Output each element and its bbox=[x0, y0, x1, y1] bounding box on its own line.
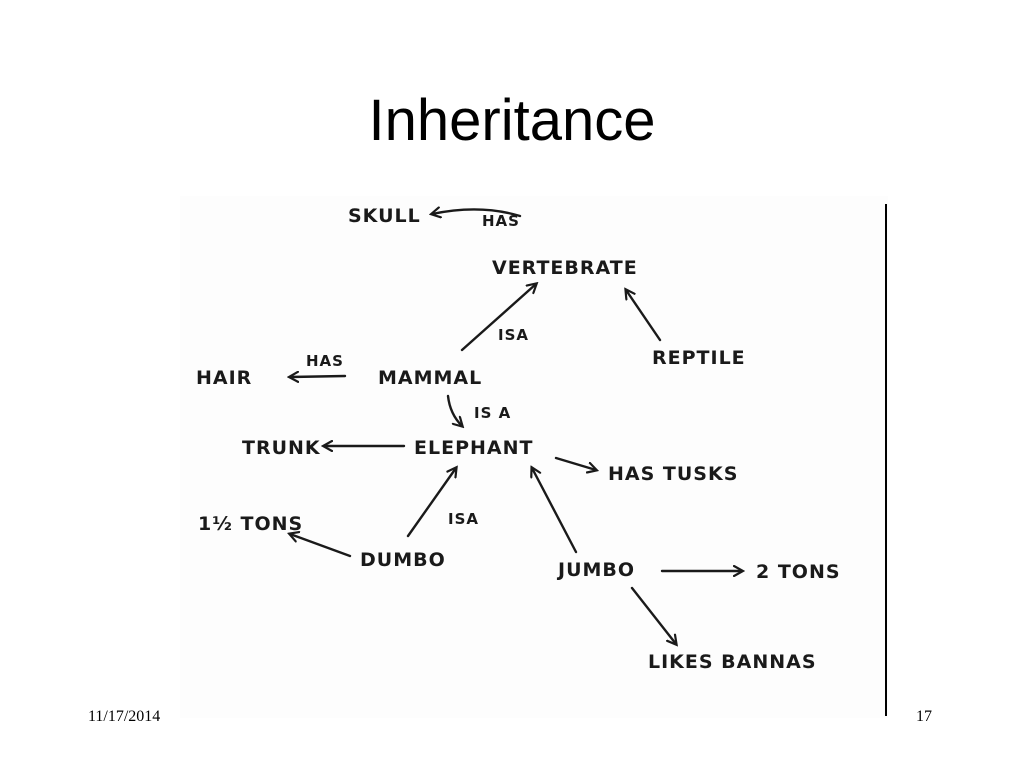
edge-elephant-has-tusks bbox=[554, 456, 596, 470]
node-trunk: TRUNK bbox=[242, 437, 321, 459]
node-has-tusks: HAS TUSKS bbox=[608, 463, 738, 485]
edge-jumbo-likes-bannas bbox=[630, 586, 676, 644]
node-elephant: ELEPHANT bbox=[414, 437, 533, 459]
edge-mammal-has-hair bbox=[290, 376, 347, 377]
edge-vertebrate-has-skull bbox=[432, 209, 522, 216]
node-vertebrate: VERTEBRATE bbox=[492, 257, 638, 279]
slide-title: Inheritance bbox=[368, 88, 656, 153]
edge-label-mammal-isa: ISA bbox=[498, 326, 529, 344]
edge-reptile-isa-vertebrate bbox=[626, 290, 662, 342]
slide-page-number: 17 bbox=[916, 708, 932, 725]
edge-label-vertebrate-has: HAS bbox=[482, 212, 520, 230]
edge-dumbo-isa-elephant bbox=[406, 468, 456, 538]
edge-elephant-isa-mammal bbox=[446, 394, 462, 426]
node-mammal: MAMMAL bbox=[378, 367, 482, 389]
edge-dumbo-weighs-one-half-tons bbox=[290, 534, 352, 558]
edge-jumbo-isa-elephant bbox=[532, 468, 578, 554]
edge-label-dumbo-isa: ISA bbox=[448, 510, 479, 528]
inheritance-diagram: SKULL VERTEBRATE MAMMAL REPTILE HAIR ELE… bbox=[180, 196, 888, 718]
node-jumbo: JUMBO bbox=[556, 559, 635, 581]
slide-date: 11/17/2014 bbox=[88, 708, 161, 725]
edge-mammal-isa-vertebrate bbox=[460, 284, 536, 352]
edge-label-mammal-has: HAS bbox=[306, 352, 344, 370]
node-dumbo: DUMBO bbox=[360, 549, 446, 571]
diagram-canvas: SKULL VERTEBRATE MAMMAL REPTILE HAIR ELE… bbox=[196, 204, 887, 716]
edge-label-elephant-isa: IS A bbox=[474, 404, 511, 422]
node-skull: SKULL bbox=[348, 205, 421, 227]
node-one-half-tons: 1½ TONS bbox=[198, 513, 303, 535]
node-reptile: REPTILE bbox=[652, 347, 746, 369]
node-hair: HAIR bbox=[196, 367, 252, 389]
node-likes-bannas: LIKES BANNAS bbox=[648, 651, 817, 673]
node-two-tons: 2 TONS bbox=[756, 561, 841, 583]
